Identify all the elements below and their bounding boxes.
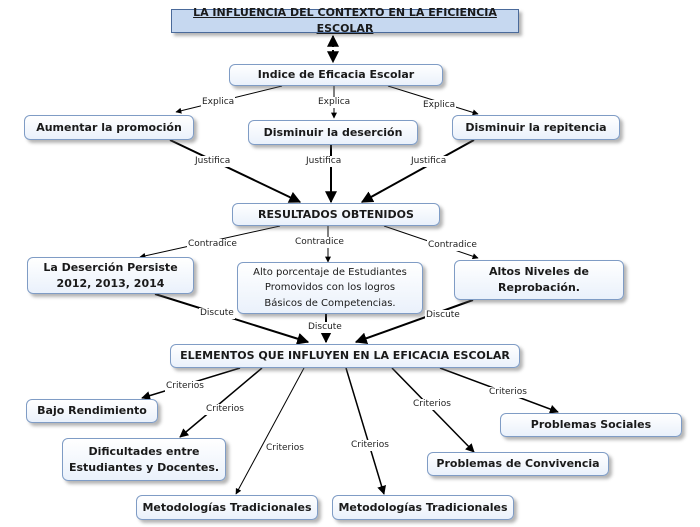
label-contradice-right: Contradice <box>427 240 478 251</box>
connector-repitencia-resultados <box>360 139 475 203</box>
node-alto-porcentaje: Alto porcentaje de Estudiantes Promovido… <box>237 262 423 314</box>
label-contradice-mid: Contradice <box>294 237 345 248</box>
node-problemas-sociales: Problemas Sociales <box>500 413 682 437</box>
label-explica-mid: Explica <box>317 97 352 108</box>
label-discute-mid: Discute <box>307 322 343 333</box>
label-justifica-mid: Justifica <box>305 156 343 167</box>
connector-elementos-dificultades <box>179 367 263 438</box>
label-contradice-left: Contradice <box>187 239 238 250</box>
node-elementos-influyen: ELEMENTOS QUE INFLUYEN EN LA EFICACIA ES… <box>170 344 520 368</box>
node-indice-eficacia: Indice de Eficacia Escolar <box>229 64 443 86</box>
connector-aumentar-resultados <box>169 139 302 203</box>
label-criterios-4: Criterios <box>350 440 390 451</box>
node-desercion-persiste: La Deserción Persiste 2012, 2013, 2014 <box>27 257 194 294</box>
node-altos-niveles: Altos Niveles de Reprobación. <box>454 260 624 300</box>
node-dificultades: Dificultades entre Estudiantes y Docente… <box>62 438 226 481</box>
label-criterios-2: Criterios <box>205 404 245 415</box>
node-disminuir-repitencia: Disminuir la repitencia <box>452 115 620 140</box>
connector-elementos-convivencia <box>391 367 475 453</box>
connector-elementos-metodologias-1 <box>235 367 305 495</box>
node-resultados-obtenidos: RESULTADOS OBTENIDOS <box>232 203 440 226</box>
label-justifica-left: Justifica <box>194 156 232 167</box>
label-criterios-6: Criterios <box>488 387 528 398</box>
connector-altos-niveles-elementos <box>354 299 474 344</box>
node-problemas-convivencia: Problemas de Convivencia <box>427 452 609 476</box>
node-metodologias-tradicionales-1: Metodologías Tradicionales <box>136 495 318 520</box>
connector-elementos-metodologias-2 <box>345 367 386 495</box>
label-explica-right: Explica <box>422 100 457 111</box>
node-disminuir-desercion: Disminuir la deserción <box>248 120 418 145</box>
label-criterios-1: Criterios <box>165 381 205 392</box>
node-title: LA INFLUENCIA DEL CONTEXTO EN LA EFICIEN… <box>171 6 519 35</box>
node-metodologias-tradicionales-2: Metodologías Tradicionales <box>332 495 514 520</box>
label-explica-left: Explica <box>201 97 236 108</box>
node-aumentar-promocion: Aumentar la promoción <box>24 115 194 140</box>
label-discute-left: Discute <box>199 308 235 319</box>
node-bajo-rendimiento: Bajo Rendimiento <box>26 399 158 423</box>
label-justifica-right: Justifica <box>410 156 448 167</box>
label-criterios-5: Criterios <box>412 399 452 410</box>
label-discute-right: Discute <box>425 310 461 321</box>
label-criterios-3: Criterios <box>265 443 305 454</box>
